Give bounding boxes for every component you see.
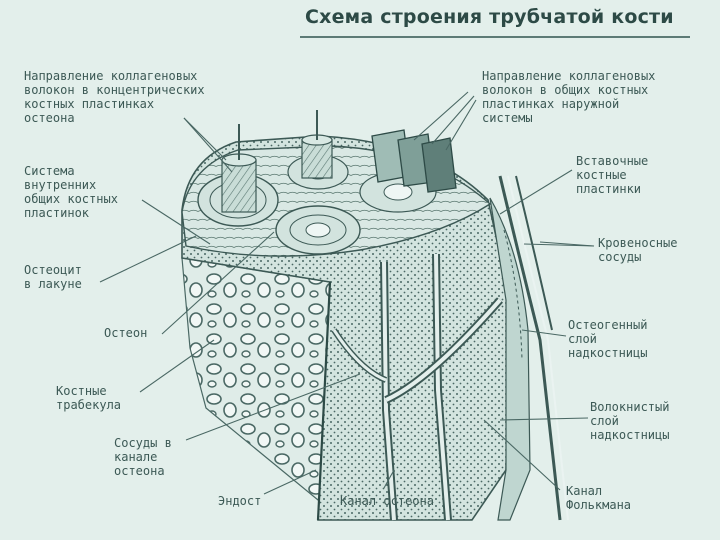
label-trabeculae: Костные трабекула (56, 384, 122, 412)
endosteum-edge (316, 281, 332, 521)
label-endosteum: Эндост (218, 494, 262, 508)
label-osteon-vessels: Сосуды в канале остеона (114, 436, 172, 478)
leader-lines (99, 91, 595, 495)
osteon-canals (331, 253, 504, 521)
label-osteogenic: Остеогенный слой надкостницы (568, 318, 648, 360)
label-osteon: Остеон (104, 326, 148, 340)
label-osteon-canal: Канал остеона (340, 494, 434, 508)
label-osteocyte: Остеоцит в лакуне (24, 263, 82, 291)
periosteum-osteogenic-layer (503, 229, 523, 361)
label-concentric-fibers: Направление коллагеновых волокон в конце… (24, 69, 205, 125)
label-outer-fibers: Направление коллагеновых волокон в общих… (482, 69, 656, 125)
label-interstitial: Вставочные костные пластинки (576, 154, 649, 196)
diagram-title: Схема строения трубчатой кости (305, 6, 674, 28)
label-vessels: Кровеносные сосуды (598, 236, 678, 264)
label-volkmann: Канал Фолькмана (566, 484, 632, 512)
title-underline (300, 36, 690, 38)
lamella-cylinders (221, 110, 333, 213)
outer-lamella-plates (371, 129, 457, 193)
label-inner-system: Система внутренних общих костных пластин… (24, 164, 118, 220)
periosteum-fibrous-layer (489, 197, 531, 521)
label-fibrous: Волокнистый слой надкостницы (590, 400, 670, 442)
